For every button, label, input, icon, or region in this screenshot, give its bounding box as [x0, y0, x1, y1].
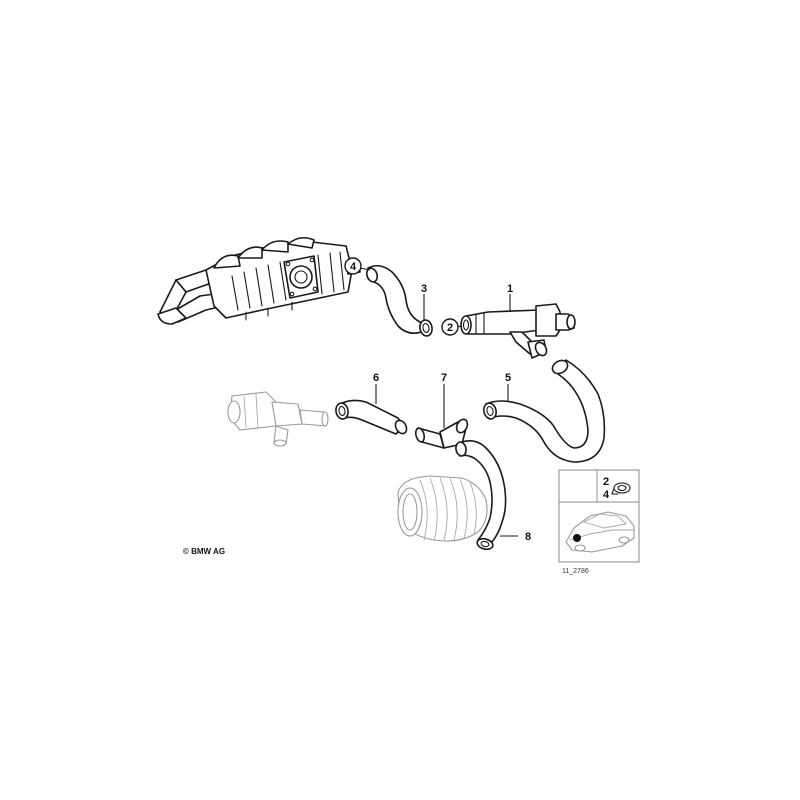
intake-manifold: [157, 236, 361, 325]
callout-4: 4: [350, 261, 357, 273]
vent-valve-1: [460, 303, 576, 359]
location-dot-icon: [573, 534, 581, 542]
copyright-text: © BMW AG: [183, 547, 225, 556]
callout-2: 2: [447, 322, 453, 334]
circled-callout-4: 4: [344, 257, 362, 275]
callout-7: 7: [441, 372, 447, 384]
callout-8: 8: [525, 531, 531, 543]
reference-inset: 2 4: [558, 469, 640, 563]
inset-ref-4: 4: [603, 489, 610, 501]
circled-callout-2: 2: [441, 318, 459, 336]
callout-6: 6: [373, 372, 379, 384]
callout-1: 1: [507, 283, 513, 295]
hose-clamp-icon: [611, 482, 631, 495]
callout-5: 5: [505, 372, 511, 384]
hose-3: [365, 264, 433, 337]
solenoid-valve-ghost: [227, 391, 329, 447]
inset-ref-2: 2: [603, 476, 609, 488]
callout-3: 3: [421, 283, 427, 295]
leader-lines: [359, 267, 518, 537]
car-silhouette-icon: [565, 511, 635, 553]
intake-boot-ghost: [397, 475, 488, 542]
hose-8: [455, 440, 507, 551]
diagram-reference-code: 11_2786: [562, 568, 589, 575]
hose-6: [335, 399, 408, 435]
hose-5: [483, 359, 606, 463]
